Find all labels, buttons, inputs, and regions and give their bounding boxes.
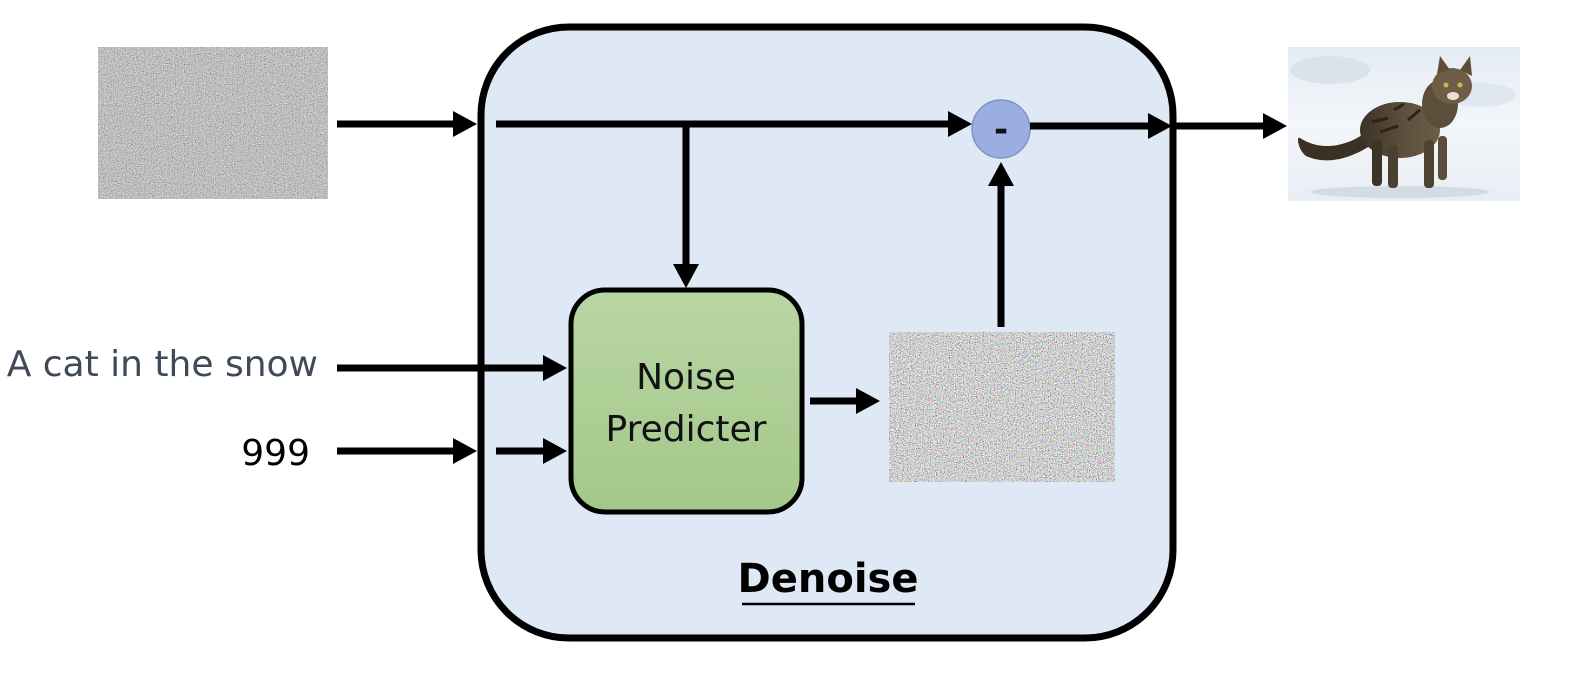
arrow-branch-to-predictor (673, 124, 699, 288)
arrow-step-to-block (337, 438, 477, 464)
arrow-to-subtract (496, 111, 972, 137)
arrow-prompt-to-predictor (337, 355, 567, 381)
step-label: 999 (241, 433, 310, 474)
subtract-symbol: - (994, 110, 1008, 150)
arrow-subtract-to-output (1030, 113, 1287, 139)
prompt-label: A cat in the snow (7, 344, 318, 385)
input-noisy-image (98, 47, 328, 199)
subtract-node: - (971, 99, 1031, 159)
noise-predictor-label-line1: Noise (636, 357, 736, 398)
arrow-step-to-predictor (496, 438, 567, 464)
noise-predictor: Noise Predicter (568, 287, 805, 515)
predicted-noise-image (889, 332, 1115, 482)
arrow-noise-to-subtract (988, 162, 1014, 327)
noise-predictor-label-line2: Predicter (606, 409, 767, 450)
arrow-predictor-to-noise (810, 388, 880, 414)
denoise-title: Denoise (738, 556, 919, 602)
arrow-input-to-block (337, 111, 477, 137)
output-cat-image (1288, 47, 1520, 201)
